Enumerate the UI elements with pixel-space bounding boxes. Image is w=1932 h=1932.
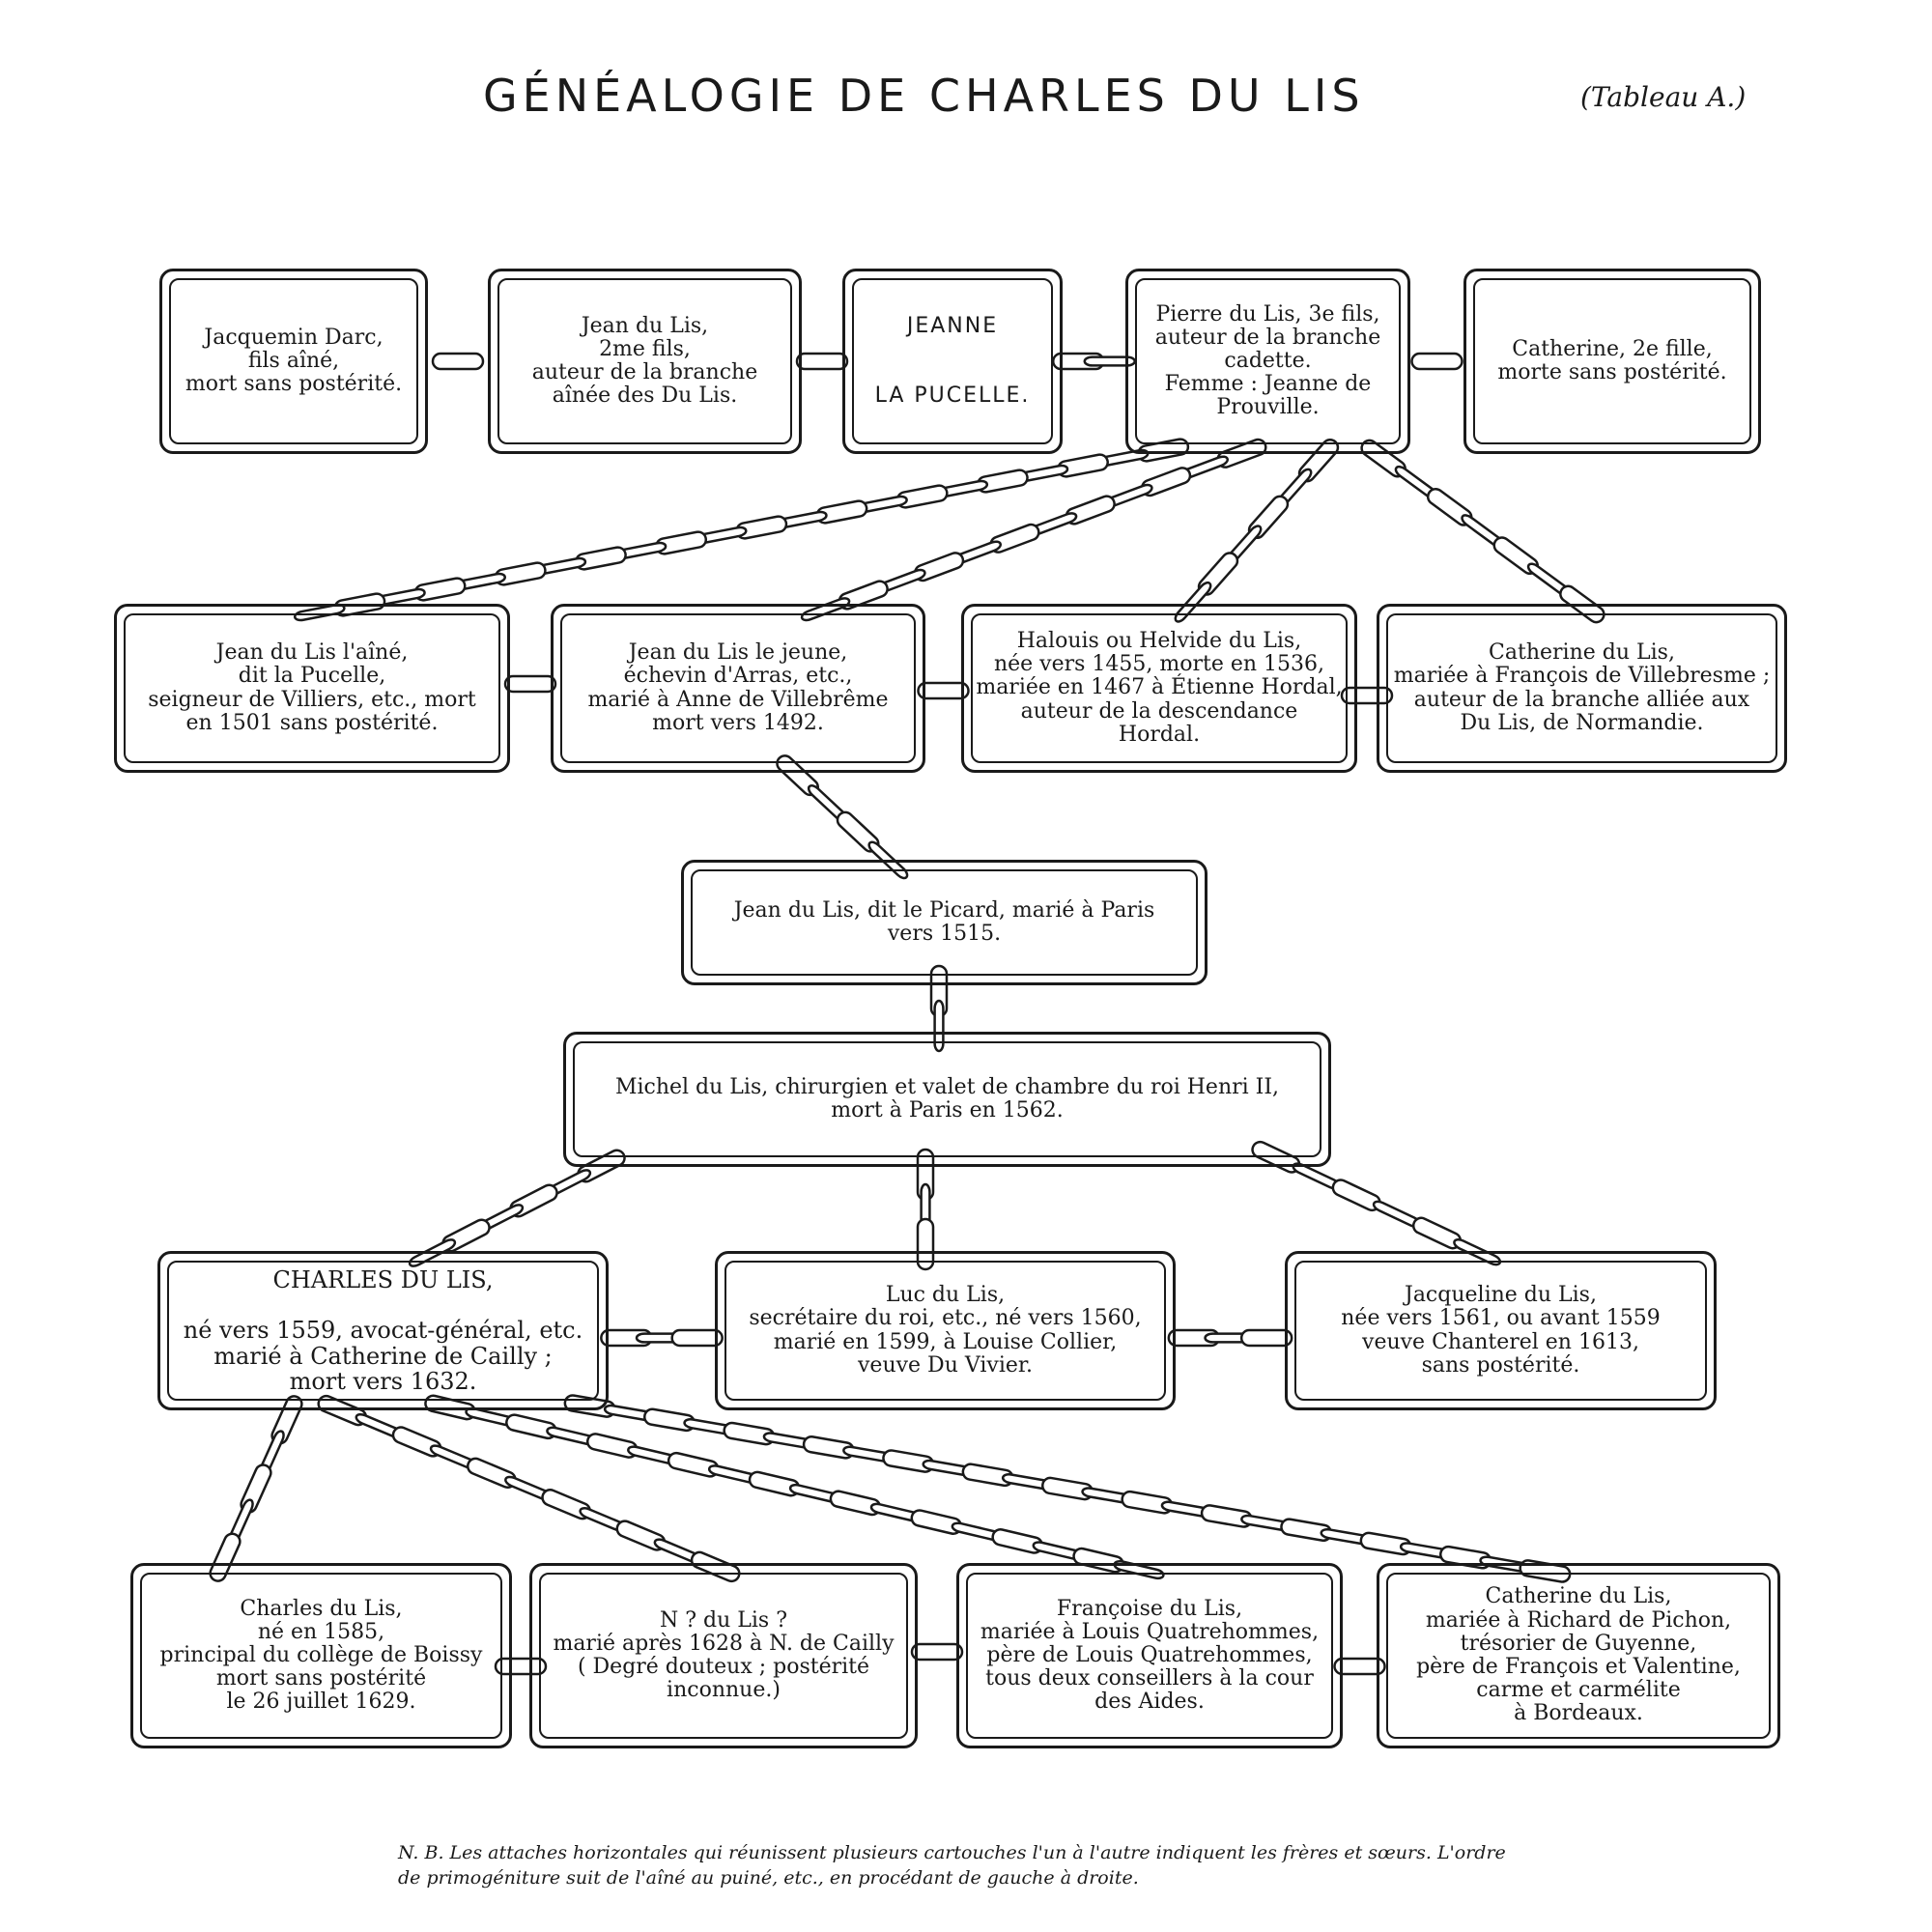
person-jean-du-lis-le-picard: Jean du Lis, dit le Picard, marié à Pari… bbox=[681, 860, 1208, 985]
chain-16 bbox=[600, 1328, 724, 1348]
chain-link bbox=[293, 603, 346, 622]
chain-link bbox=[748, 1470, 801, 1497]
chain-6 bbox=[1174, 438, 1340, 623]
chain-18 bbox=[209, 1395, 303, 1582]
chain-1 bbox=[795, 352, 849, 371]
chain-link bbox=[505, 1413, 557, 1440]
chain-link bbox=[829, 1490, 882, 1517]
chain-link bbox=[209, 1532, 242, 1582]
person-jean-du-lis-laine: Jean du Lis l'aîné, dit la Pucelle, seig… bbox=[114, 604, 510, 773]
person-jean-du-lis-branche-ainee: Jean du Lis, 2me fils, auteur de la bran… bbox=[488, 269, 802, 454]
chain-9 bbox=[917, 681, 970, 700]
chain-0 bbox=[431, 352, 485, 371]
chain-link bbox=[1410, 352, 1463, 371]
chain-link bbox=[1333, 1657, 1386, 1676]
chain-17 bbox=[1167, 1328, 1293, 1348]
chain-link bbox=[910, 1642, 964, 1662]
tableau-label: (Tableau A.) bbox=[1580, 81, 1747, 113]
chain-24 bbox=[1333, 1657, 1386, 1676]
chain-2 bbox=[1052, 352, 1136, 371]
chain-link bbox=[494, 1657, 548, 1676]
chain-link bbox=[1239, 1328, 1293, 1348]
person-catherine-du-lis-villebresme: Catherine du Lis, mariée à François de V… bbox=[1377, 604, 1787, 773]
chain-8 bbox=[503, 674, 557, 694]
chain-link bbox=[670, 1328, 724, 1348]
person-jacqueline-du-lis: Jacqueline du Lis, née vers 1561, ou ava… bbox=[1285, 1251, 1717, 1410]
chain-link bbox=[910, 1509, 963, 1535]
chain-12 bbox=[929, 964, 949, 1053]
chain-link bbox=[795, 352, 849, 371]
person-jacquemin-darc: Jacquemin Darc, fils aîné, mort sans pos… bbox=[159, 269, 428, 454]
person-catherine-du-lis-pichon: Catherine du Lis, mariée à Richard de Pi… bbox=[1377, 1563, 1780, 1748]
person-charles-du-lis: CHARLES DU LIS, né vers 1559, avocat-gén… bbox=[157, 1251, 609, 1410]
person-charles-du-lis-fils: Charles du Lis, né en 1585, principal du… bbox=[130, 1563, 512, 1748]
chain-13 bbox=[408, 1149, 626, 1267]
person-michel-du-lis: Michel du Lis, chirurgien et valet de ch… bbox=[563, 1032, 1331, 1167]
chain-14 bbox=[916, 1148, 935, 1271]
chain-link bbox=[916, 1217, 935, 1271]
chain-link bbox=[667, 1451, 720, 1478]
person-francoise-du-lis: Françoise du Lis, mariée à Louis Quatreh… bbox=[956, 1563, 1343, 1748]
chain-link bbox=[503, 674, 557, 694]
chain-link bbox=[933, 999, 945, 1053]
chain-21 bbox=[563, 1394, 1572, 1583]
person-n-du-lis: N ? du Lis ? marié après 1628 à N. de Ca… bbox=[529, 1563, 918, 1748]
chain-link bbox=[917, 681, 970, 700]
chain-link bbox=[431, 352, 485, 371]
page-title: GÉNÉALOGIE DE CHARLES DU LIS bbox=[483, 70, 1365, 122]
chain-11 bbox=[776, 754, 909, 880]
footnote: N. B. Les attaches horizontales qui réun… bbox=[398, 1842, 1506, 1889]
chain-7 bbox=[1360, 439, 1605, 624]
chain-link bbox=[1083, 355, 1136, 367]
chain-link bbox=[991, 1528, 1043, 1554]
person-luc-du-lis: Luc du Lis, secrétaire du roi, etc., né … bbox=[715, 1251, 1176, 1410]
chain-23 bbox=[910, 1642, 964, 1662]
person-halouis-du-lis: Halouis ou Helvide du Lis, née vers 1455… bbox=[961, 604, 1357, 773]
person-jeanne-la-pucelle: JEANNE LA PUCELLE. bbox=[842, 269, 1063, 454]
chain-22 bbox=[494, 1657, 548, 1676]
chain-link bbox=[585, 1433, 639, 1459]
person-jean-du-lis-le-jeune: Jean du Lis le jeune, échevin d'Arras, e… bbox=[551, 604, 925, 773]
person-catherine-2e-fille: Catherine, 2e fille, morte sans postérit… bbox=[1463, 269, 1761, 454]
chain-4 bbox=[293, 438, 1190, 622]
person-pierre-du-lis: Pierre du Lis, 3e fils, auteur de la bra… bbox=[1125, 269, 1410, 454]
chain-3 bbox=[1410, 352, 1463, 371]
